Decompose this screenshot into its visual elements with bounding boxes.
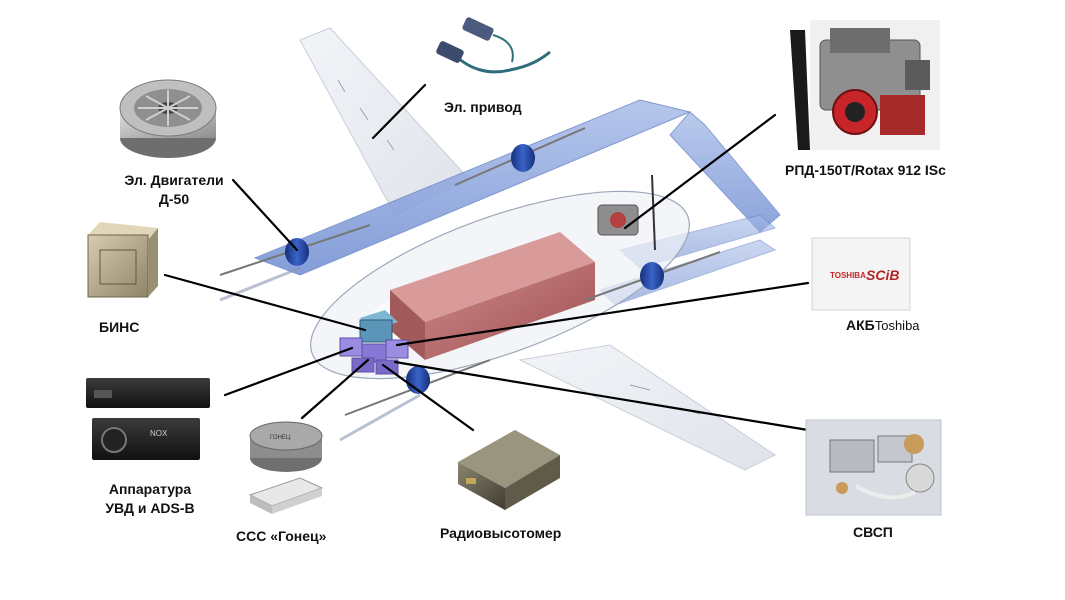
label-rpd: РПД-150Т/Rotax 912 ISc xyxy=(785,161,946,180)
uvd-box-text: NOX xyxy=(150,429,168,438)
sss-text: ССС «Гонец» xyxy=(236,528,327,544)
label-el-dvigateli: Эл. Двигатели Д-50 xyxy=(110,171,238,209)
uvd-apparatus-photo: NOX xyxy=(86,378,210,460)
avionics-cluster xyxy=(339,310,409,375)
svsp-photo xyxy=(805,419,942,516)
connector-sss xyxy=(300,358,370,420)
motor-left-rear xyxy=(454,127,586,186)
label-uvd: Аппаратура УВД и ADS-B xyxy=(90,480,210,518)
radiovysotomer-text: Радиовысотомер xyxy=(440,525,562,541)
akb-text: АКБ xyxy=(846,317,875,333)
bins-photo xyxy=(87,222,158,298)
engine-block xyxy=(597,174,656,251)
el-dvigateli-line2: Д-50 xyxy=(158,191,190,207)
aircraft xyxy=(219,27,781,471)
wing-detail xyxy=(337,79,395,151)
radio-altimeter-photo xyxy=(458,430,560,510)
label-el-privod: Эл. привод xyxy=(444,98,522,117)
rotax-engine-photo xyxy=(790,20,940,150)
svsp-text: СВСП xyxy=(853,524,893,540)
battery-model-text: SCiB xyxy=(866,267,899,283)
connector-el-privod xyxy=(371,83,427,140)
connector-lines xyxy=(163,83,810,432)
connector-uvd xyxy=(223,346,354,397)
toshiba-battery-photo: TOSHIBA SCiB xyxy=(811,237,911,311)
label-svsp: СВСП xyxy=(853,523,893,542)
connector-svsp xyxy=(393,360,810,432)
label-bins: БИНС xyxy=(99,318,139,337)
rpd-text: РПД-150Т/Rotax 912 ISc xyxy=(785,162,946,178)
motor-right-rear xyxy=(584,251,721,301)
label-akb: АКБToshiba xyxy=(846,316,920,335)
bins-text: БИНС xyxy=(99,319,140,335)
connector-rpd xyxy=(623,113,777,230)
connector-bins xyxy=(163,273,367,332)
motor-pod xyxy=(339,393,421,442)
motor-d50-photo xyxy=(119,79,217,158)
uvd-line1: Аппаратура xyxy=(108,481,192,497)
label-sss: ССС «Гонец» xyxy=(236,527,326,546)
lower-main-wing xyxy=(518,344,776,471)
el-privod-text: Эл. привод xyxy=(444,99,522,115)
label-radiovysotomer: Радиовысотомер xyxy=(440,524,561,543)
battery-brand-text: TOSHIBA xyxy=(830,271,866,280)
electric-actuator-photo xyxy=(436,17,551,74)
akb-brand-text: Toshiba xyxy=(874,318,920,333)
connector-radiovysotomer xyxy=(381,363,475,432)
connector-el-dvigateli xyxy=(231,178,299,252)
el-dvigateli-line1: Эл. Двигатели xyxy=(124,172,224,188)
connector-akb xyxy=(395,281,810,347)
uvd-line2: УВД и ADS-B xyxy=(105,500,195,516)
gonets-text: ГОНЕЦ xyxy=(270,435,291,441)
gonets-device-photo: ГОНЕЦ xyxy=(248,421,324,514)
motor-pod xyxy=(219,266,301,302)
